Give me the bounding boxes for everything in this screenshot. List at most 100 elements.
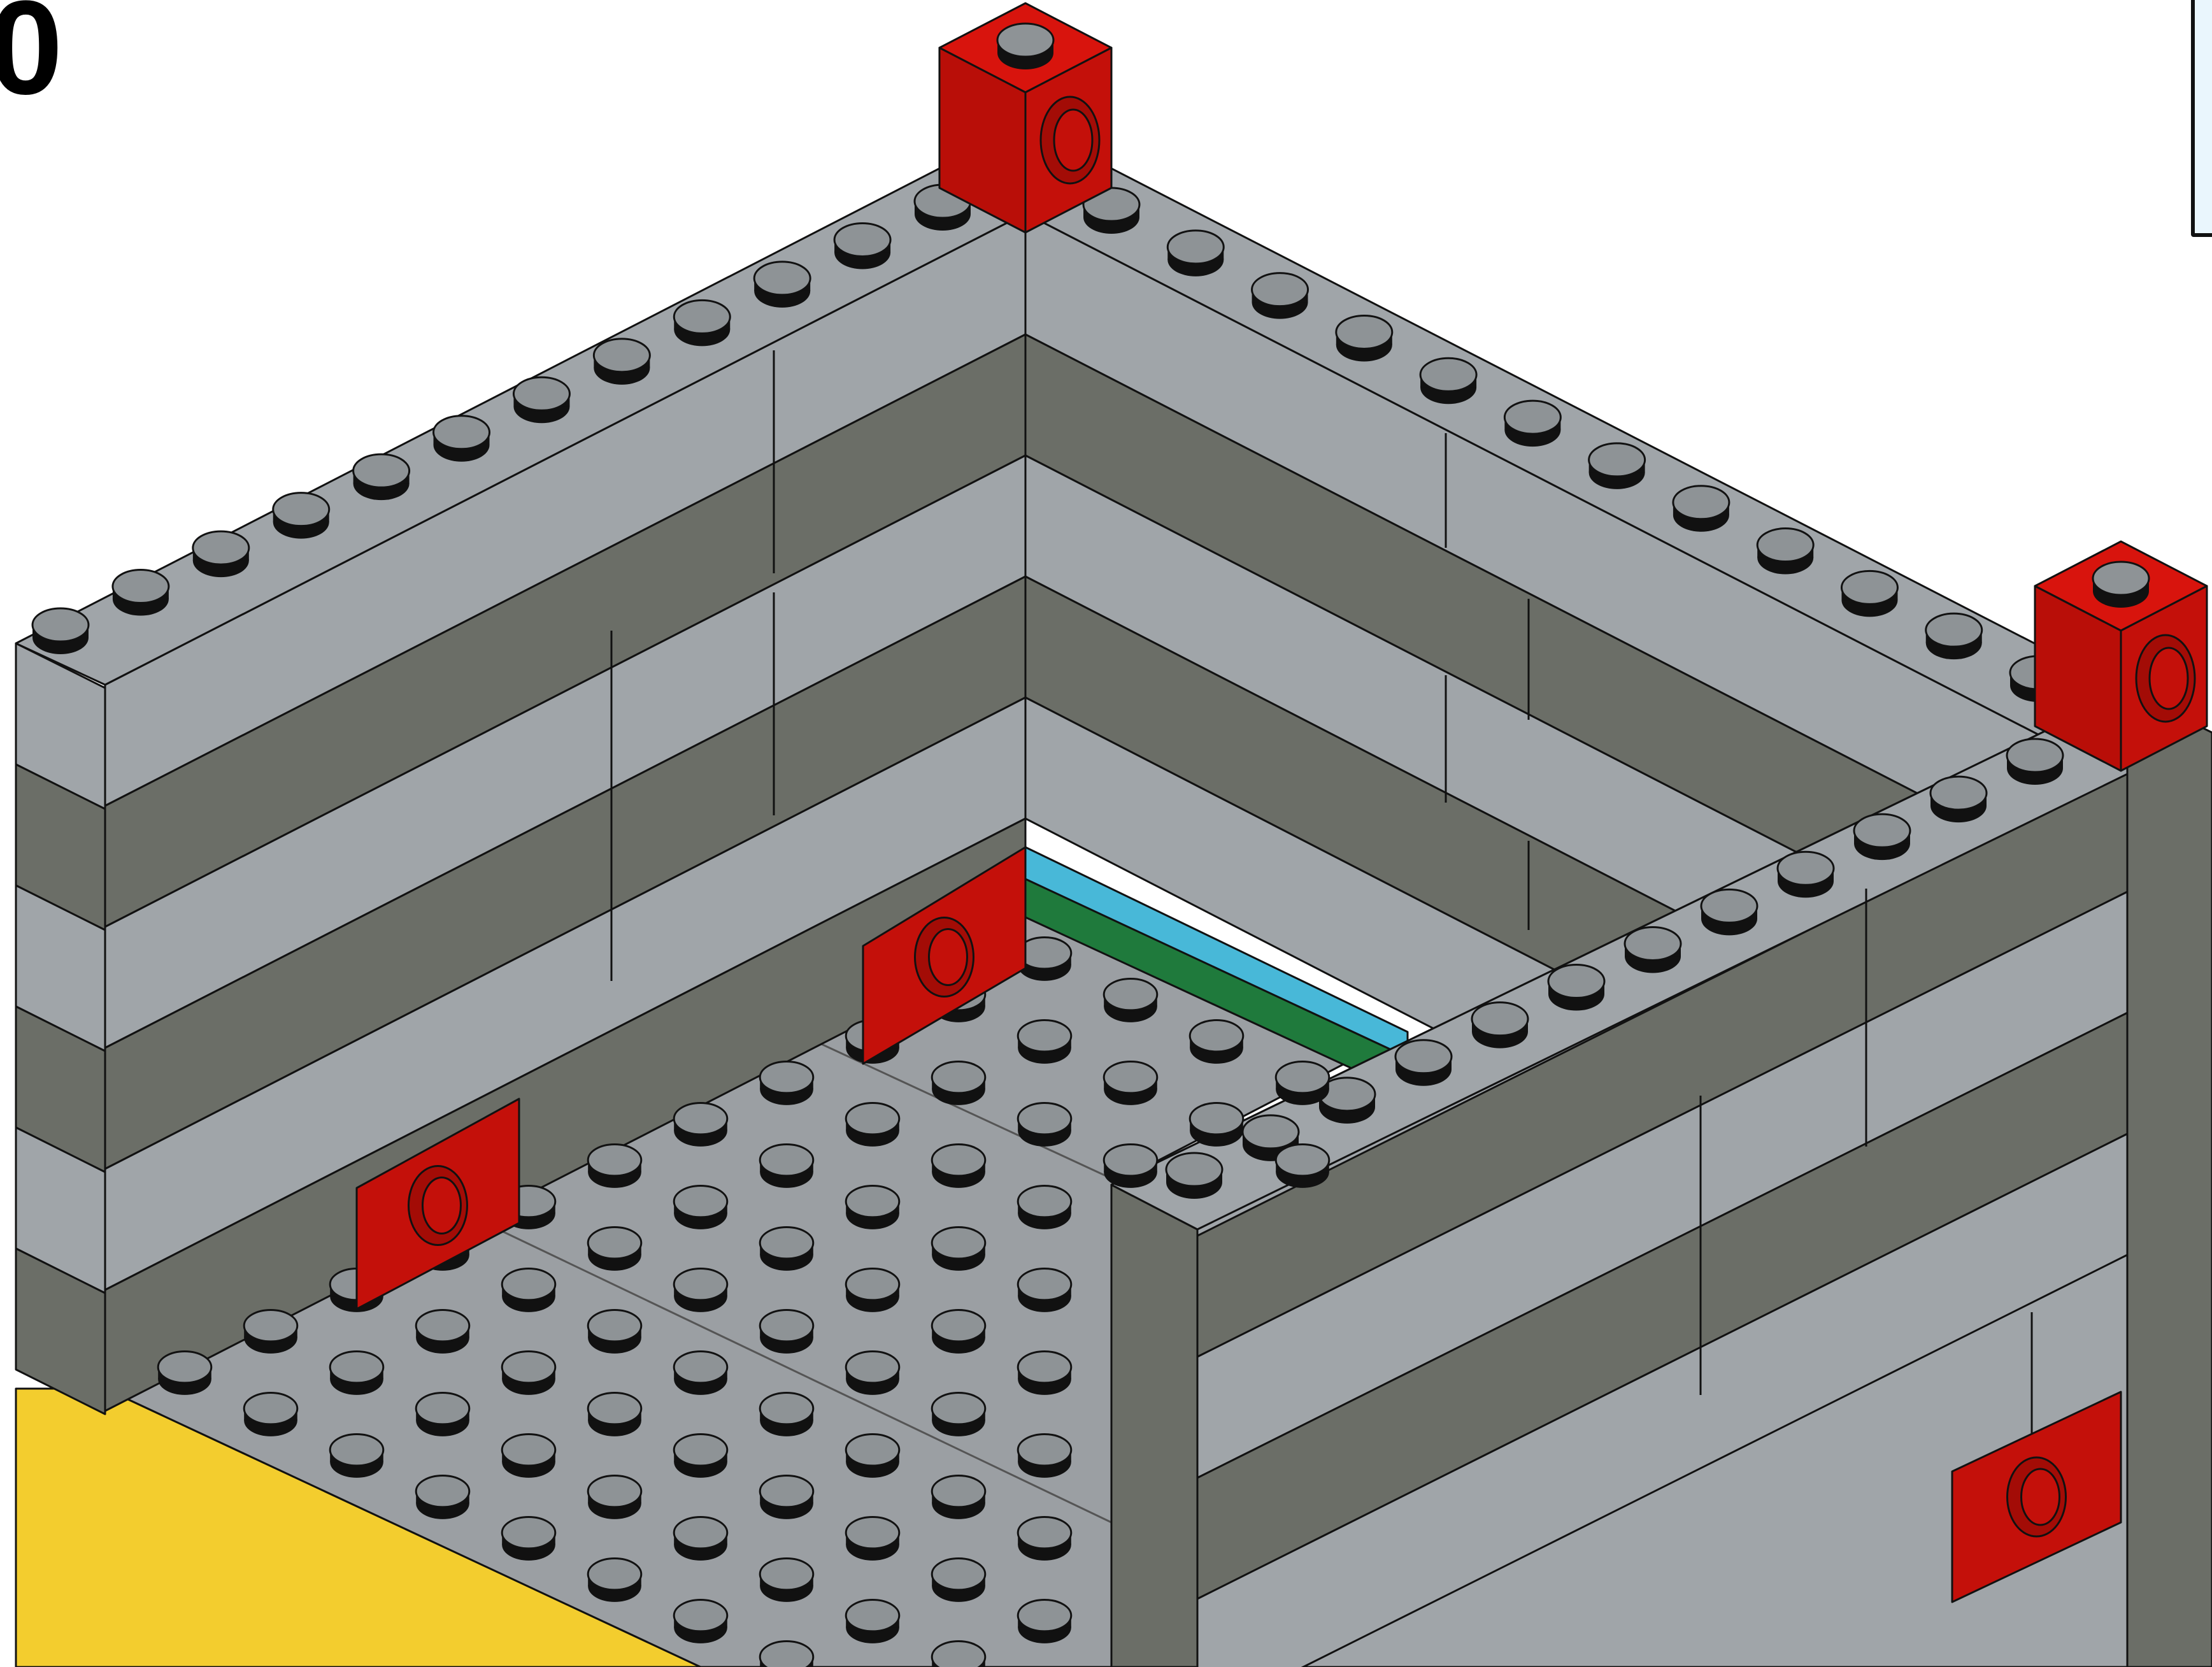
stud-icon [432,415,491,462]
stud-icon [415,1309,471,1354]
stud-icon [1700,888,1759,936]
stud-icon [243,1392,299,1436]
stud-icon [192,530,250,578]
red-technic-brick-icon [2034,540,2208,772]
stud-icon [1017,1433,1073,1478]
stud-icon [352,453,411,501]
stud-icon [1017,1599,1073,1643]
stud-icon [1274,1061,1331,1105]
stud-icon [673,1433,729,1478]
stud-icon [759,1143,815,1188]
stud-icon [501,1433,557,1478]
left-wall-end-face [15,1247,106,1415]
stud-icon [845,1350,901,1395]
stud-icon [931,1226,987,1271]
stud-icon [1102,1061,1159,1105]
stud-icon [1672,485,1730,532]
stud-icon [157,1350,213,1395]
stud-icon [759,1640,815,1667]
stud-icon [833,222,892,269]
stud-icon [1588,442,1646,489]
stud-icon [587,1226,643,1271]
stud-icon [845,1268,901,1312]
stud-icon [1102,1143,1159,1188]
stud-icon [1318,1077,1376,1124]
stud-icon [1274,1143,1331,1188]
stud-icon [759,1061,815,1105]
stud-icon [1102,978,1159,1022]
stud-icon [931,1392,987,1436]
stud-icon [415,1475,471,1519]
stud-icon [931,1557,987,1602]
stud-icon [931,1143,987,1188]
stud-icon [1241,1114,1300,1161]
stud-icon [931,1061,987,1105]
stud-icon [753,261,811,308]
floor-seam [808,1037,1112,1180]
stud-icon [931,1309,987,1354]
stud-icon [1166,229,1225,276]
stud-icon [1929,775,1988,823]
stud-icon [1394,1039,1453,1086]
stud-icon [2092,561,2150,608]
stud-icon [272,492,331,539]
stud-icon [1017,936,1073,981]
stud-icon [1017,1185,1073,1229]
stud-icon [31,607,90,654]
stud-icon [329,1433,385,1478]
stud-icon [329,1350,385,1395]
stud-icon [587,1143,643,1188]
stud-icon [759,1309,815,1354]
stud-icon [1776,850,1835,898]
stud-icon [673,1185,729,1229]
stud-icon [587,1392,643,1436]
stud-icon [673,1350,729,1395]
stud-icon [1017,1268,1073,1312]
stud-icon [501,1516,557,1561]
red-technic-brick-icon [1951,1391,2122,1603]
parts-callout-box [2191,0,2212,237]
stud-icon [759,1226,815,1271]
stud-icon [1165,1152,1224,1199]
stud-icon [759,1475,815,1519]
stud-icon [111,569,170,616]
stud-icon [415,1392,471,1436]
stud-icon [1188,1019,1245,1064]
right-wall-end-face [2126,690,2212,1667]
red-technic-brick-icon [355,1098,520,1310]
stud-icon [673,299,731,347]
stud-icon [512,376,571,424]
red-technic-brick-icon [938,2,1113,234]
stud-icon [931,1640,987,1667]
stud-icon [759,1557,815,1602]
stud-icon [1756,527,1815,575]
stud-icon [1623,926,1682,973]
technic-bricks [355,2,2208,1603]
stud-icon [1547,964,1606,1011]
stud-icon [673,1268,729,1312]
stud-icon [931,1475,987,1519]
stud-icon [1017,1102,1073,1147]
stud-icon [845,1516,901,1561]
stud-grid [31,183,2067,1667]
stud-icon [587,1557,643,1602]
stud-icon [1419,357,1478,404]
stud-icon [243,1309,299,1354]
stud-icon [759,1392,815,1436]
stud-icon [501,1268,557,1312]
stud-icon [1335,314,1394,362]
floor-seam [464,1212,1112,1524]
step-number: 0 [0,0,63,122]
stud-icon [587,1475,643,1519]
stud-icon [845,1102,901,1147]
stud-icon [1017,1350,1073,1395]
stud-icon [673,1599,729,1643]
stud-icon [996,22,1055,69]
stud-icon [592,338,651,385]
stud-icon [845,1433,901,1478]
stud-icon [845,1599,901,1643]
stud-icon [587,1309,643,1354]
stud-icon [673,1102,729,1147]
red-technic-brick-icon [862,846,1027,1065]
